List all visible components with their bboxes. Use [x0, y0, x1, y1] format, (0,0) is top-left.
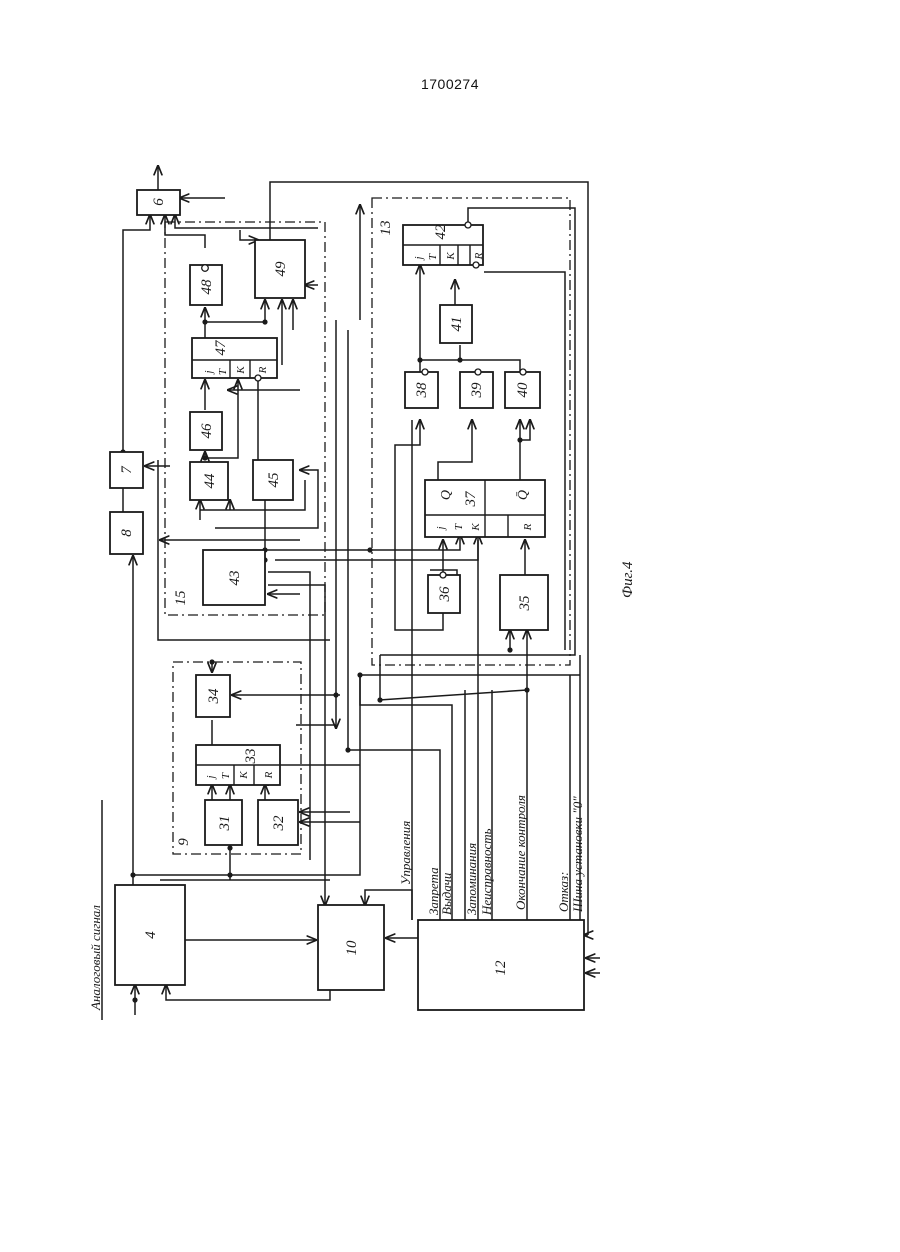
trigger-42: j T K R 42	[403, 222, 485, 268]
wire	[348, 330, 440, 920]
wire	[166, 985, 330, 1000]
block-34: 34	[196, 675, 230, 717]
trigger-37-q: Q	[439, 490, 454, 500]
wire	[380, 690, 527, 700]
trigger-37-label: 37	[463, 490, 479, 508]
block-49: 49	[255, 240, 305, 298]
block-48: 48	[190, 265, 222, 305]
block-45: 45	[253, 460, 293, 500]
wire	[520, 420, 530, 440]
block-6: 6	[137, 190, 180, 215]
block-31-label: 31	[217, 816, 233, 832]
signal-vydachi: Выдачи	[439, 872, 454, 915]
block-8: 8	[110, 512, 143, 554]
block-34-label: 34	[206, 688, 222, 705]
trigger-47-t: T	[217, 368, 229, 375]
trigger-33-k: K	[238, 771, 250, 780]
trigger-47-k: K	[235, 366, 247, 375]
trigger-42-t: T	[427, 253, 439, 260]
block-39-label: 39	[469, 382, 485, 399]
trigger-37-k: K	[470, 523, 482, 532]
block-32: 32	[258, 800, 298, 845]
trigger-33-r: R	[263, 771, 275, 779]
group-13-tag: 13	[378, 221, 394, 236]
signal-otkaz: Отказ:	[556, 872, 571, 912]
signal-zapominaniya: Запоминания	[464, 843, 479, 915]
trigger-37-t: T	[453, 523, 465, 530]
signal-upravleniya: Управления	[398, 821, 413, 885]
block-44-label: 44	[202, 473, 218, 489]
wire	[275, 535, 478, 560]
trigger-42-k: K	[445, 252, 457, 261]
block-10-label: 10	[344, 940, 360, 956]
signal-shina-ustanovki: Шина установки "0"	[570, 796, 585, 913]
trigger-37-qbar: Q̄	[516, 490, 531, 500]
block-39: 39	[460, 369, 493, 408]
group-9-tag: 9	[176, 838, 192, 846]
block-44: 44	[190, 462, 228, 500]
wire	[268, 765, 360, 785]
block-41: 41	[440, 305, 472, 343]
wire	[438, 420, 472, 480]
block-4-label: 4	[143, 931, 159, 939]
block-10: 10	[318, 905, 384, 990]
block-38-label: 38	[414, 382, 430, 399]
group-15-label: 15	[173, 590, 189, 606]
block-41-label: 41	[449, 317, 465, 332]
block-31: 31	[205, 800, 242, 845]
block-40-label: 40	[515, 382, 531, 398]
trigger-37-r: R	[522, 523, 534, 531]
trigger-33-t: T	[220, 772, 232, 779]
block-43: 43	[203, 550, 265, 605]
block-45-label: 45	[266, 472, 282, 488]
block-36: 36	[428, 572, 460, 613]
block-43-label: 43	[227, 571, 243, 586]
trigger-37: Q Q̄ j T K R 37	[425, 480, 545, 537]
block-38: 38	[405, 369, 438, 408]
group-15-tag: 15	[173, 590, 189, 606]
block-46-label: 46	[199, 423, 215, 439]
block-32-label: 32	[271, 815, 287, 832]
wire	[165, 215, 205, 248]
block-46: 46	[190, 412, 222, 450]
wire	[420, 360, 520, 372]
analog-signal-label: Аналоговый сигнал	[88, 905, 103, 1011]
block-35: 35	[500, 575, 548, 630]
block-8-label: 8	[119, 529, 135, 537]
signal-okonchanie-kontrolya: Окончание контроля	[513, 795, 528, 910]
block-36-label: 36	[437, 586, 453, 603]
trigger-33: j T K R 33	[196, 745, 280, 785]
block-40: 40	[505, 369, 540, 408]
figure-caption: Фиг.4	[620, 561, 636, 598]
trigger-47-r: R	[257, 366, 269, 374]
wire	[240, 230, 258, 240]
wire	[123, 215, 150, 452]
trigger-33-label: 33	[243, 749, 259, 765]
block-48-label: 48	[199, 279, 215, 295]
block-6-label: 6	[151, 198, 167, 206]
group-9-label: 9	[176, 838, 192, 846]
wire	[258, 380, 280, 465]
group-13-label: 13	[378, 221, 394, 236]
block-35-label: 35	[517, 595, 533, 612]
signal-neispravnost: Неисправность	[479, 828, 494, 916]
block-12: 12	[418, 920, 584, 1010]
trigger-42-r: R	[473, 252, 485, 260]
trigger-47: j T K R 47	[192, 338, 277, 381]
block-4: 4	[115, 885, 185, 985]
block-12-label: 12	[493, 960, 509, 976]
trigger-42-label: 42	[433, 224, 449, 240]
block-7: 7	[110, 452, 143, 488]
trigger-47-label: 47	[213, 339, 229, 356]
block-49-label: 49	[273, 261, 289, 277]
